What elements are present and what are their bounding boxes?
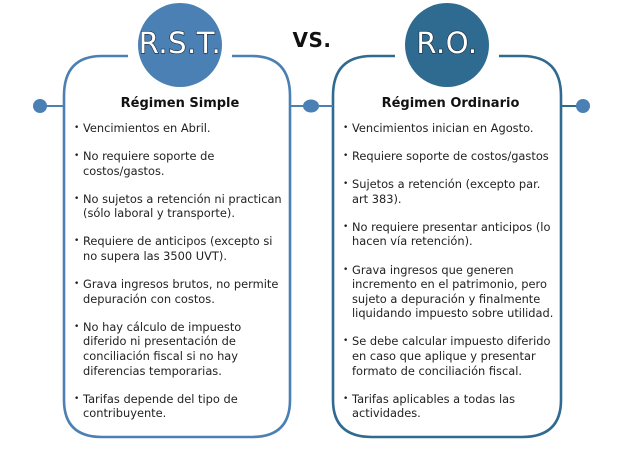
list-item: Vencimientos en Abril.: [74, 121, 286, 136]
list-item: Requiere de anticipos (excepto si no sup…: [74, 234, 286, 263]
rst-badge-label: R.S.T.: [138, 25, 222, 60]
vs-label: VS.: [292, 28, 332, 52]
list-item: No hay cálculo de impuesto diferido ni p…: [74, 320, 286, 378]
rst-card-title: Régimen Simple: [120, 96, 240, 111]
list-item: Tarifas depende del tipo de contribuyent…: [74, 392, 286, 421]
list-item: No requiere presentar anticipos (lo hace…: [343, 220, 558, 249]
middle-connector: [290, 99, 333, 113]
list-item: Sujetos a retención (excepto par. art 38…: [343, 177, 558, 206]
list-item: No sujetos a retención ni practican (sól…: [74, 192, 286, 221]
rst-items-list: Vencimientos en Abril. No requiere sopor…: [74, 121, 286, 421]
ro-card-title: Régimen Ordinario: [381, 96, 520, 111]
rst-badge-circle: [138, 3, 222, 87]
rst-card: Régimen Simple Vencimientos en Abril. No…: [74, 96, 286, 434]
list-item: Grava ingresos brutos, no permite depura…: [74, 277, 286, 306]
left-connector: [33, 99, 64, 113]
list-item: Grava ingresos que generen incremento en…: [343, 263, 558, 321]
rst-card-border: [62, 54, 292, 439]
list-item: Requiere soporte de costos/gastos: [343, 149, 558, 164]
ro-badge-circle: [405, 3, 489, 87]
ro-badge-label: R.O.: [416, 25, 478, 60]
ro-card-border: [331, 54, 563, 439]
list-item: Tarifas aplicables a todas las actividad…: [343, 392, 558, 421]
ro-card: Régimen Ordinario Vencimientos inician e…: [343, 96, 558, 434]
list-item: No requiere soporte de costos/gastos.: [74, 149, 286, 178]
ro-items-list: Vencimientos inician en Agosto. Requiere…: [343, 121, 558, 421]
list-item: Vencimientos inician en Agosto.: [343, 121, 558, 136]
list-item: Se debe calcular impuesto diferido en ca…: [343, 334, 558, 378]
right-connector: [561, 99, 590, 113]
